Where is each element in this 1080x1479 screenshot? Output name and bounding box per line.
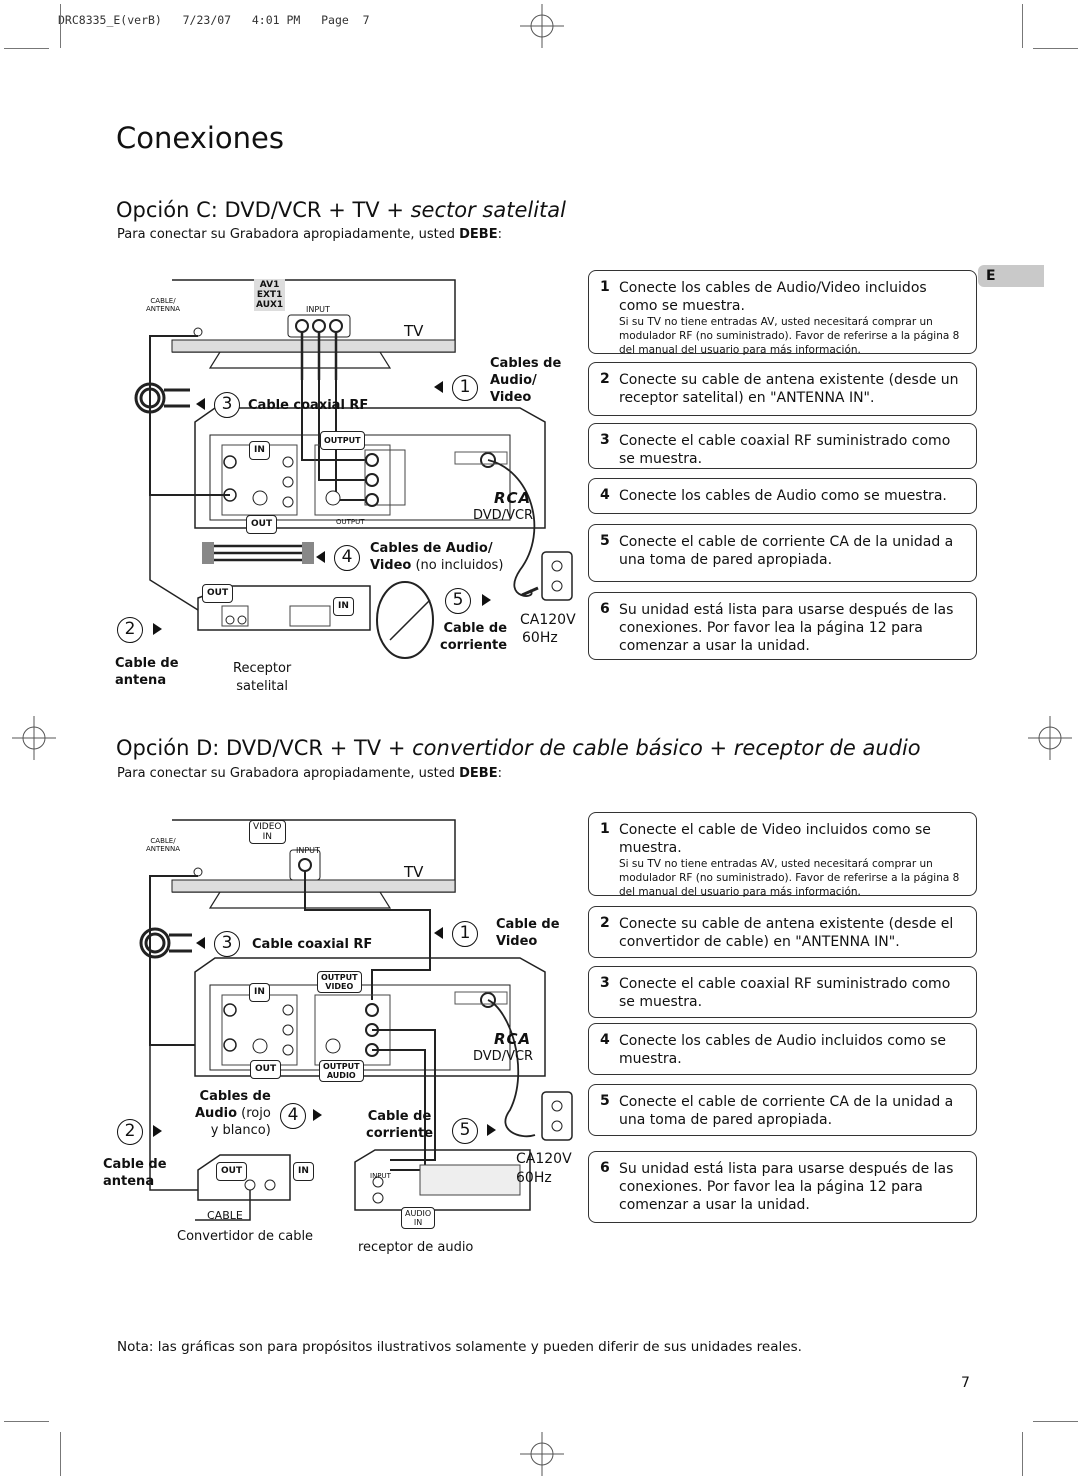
option-d-intro: Para conectar su Grabadora apropiadament… bbox=[117, 766, 502, 781]
option-c-intro: Para conectar su Grabadora apropiadament… bbox=[117, 227, 502, 242]
step1-number-d: 1 bbox=[452, 921, 478, 947]
output-video-label: OUTPUT VIDEO bbox=[317, 971, 362, 993]
print-slug: DRC8335_E(verB) 7/23/07 4:01 PM Page 7 bbox=[58, 13, 370, 27]
step3-arrow-d bbox=[196, 937, 205, 949]
page-title: Conexiones bbox=[116, 121, 284, 155]
step3-label: Cable coaxial RF bbox=[248, 398, 369, 413]
option-c-wiring bbox=[134, 279, 573, 659]
converter-label: Convertidor de cable bbox=[177, 1229, 314, 1244]
step3-label-d: Cable coaxial RF bbox=[252, 937, 373, 952]
option-c-step-4: 4 Conecte los cables de Audio como se mu… bbox=[588, 478, 977, 514]
rca-logo: RCA bbox=[494, 489, 532, 507]
cable-antenna-label: CABLE/ ANTENNA bbox=[146, 297, 180, 313]
step5-arrow bbox=[482, 594, 491, 606]
option-d-step-6: 6 Su unidad está lista para usarse despu… bbox=[588, 1151, 977, 1223]
dvdvcr-label-d: DVD/VCR bbox=[473, 1049, 534, 1064]
step2-arrow-d bbox=[153, 1125, 162, 1137]
dvdvcr-label: DVD/VCR bbox=[473, 508, 534, 523]
audio-receiver-label: receptor de audio bbox=[358, 1240, 474, 1255]
option-c-step-1: 1 Conecte los cables de Audio/Video incl… bbox=[588, 270, 977, 356]
option-c-step-6: 6 Su unidad está lista para usarse despu… bbox=[588, 592, 977, 660]
video-in-label: VIDEO IN bbox=[249, 820, 286, 844]
dvd-output-small: OUTPUT bbox=[336, 518, 365, 526]
audio-in-label: AUDIO IN bbox=[401, 1207, 436, 1229]
voltage-label-d: CA120V bbox=[516, 1151, 572, 1167]
dvd-output-label: OUTPUT bbox=[320, 431, 365, 450]
cable-antenna-label-d: CABLE/ ANTENNA bbox=[146, 837, 180, 853]
step4-number: 4 bbox=[334, 545, 360, 571]
dvd-in-label: IN bbox=[249, 441, 270, 460]
tv-label-d: TV bbox=[404, 863, 424, 881]
step1-arrow-d bbox=[434, 927, 443, 939]
antenna-cable-label-d: Cable de antena bbox=[103, 1157, 167, 1189]
option-c-step-3: 3 Conecte el cable coaxial RF suministra… bbox=[588, 423, 977, 469]
option-d-step-2: 2 Conecte su cable de antena existente (… bbox=[588, 906, 977, 958]
output-audio-label: OUTPUT AUDIO bbox=[319, 1060, 364, 1082]
step5-label-d: Cable de corriente bbox=[366, 1109, 434, 1141]
step2-number-d: 2 bbox=[117, 1119, 143, 1145]
step1-arrow bbox=[434, 381, 443, 393]
input-label-d: INPUT bbox=[296, 846, 320, 855]
step5-label: Cable de corriente bbox=[440, 621, 508, 653]
antenna-cable-label: Cable de antena bbox=[115, 656, 179, 688]
step4-arrow bbox=[316, 551, 325, 563]
step4-number-d: 4 bbox=[280, 1103, 306, 1129]
receiver-label: Receptor satelital bbox=[233, 661, 292, 694]
option-d-title: Opción D: DVD/VCR + TV + convertidor de … bbox=[116, 736, 921, 760]
step5-number: 5 bbox=[445, 588, 471, 614]
receiver-in-label: IN bbox=[333, 597, 354, 616]
cable-label: CABLE bbox=[207, 1209, 243, 1222]
step5-arrow-d bbox=[487, 1124, 496, 1136]
step1-label-d: Cable de Video bbox=[496, 917, 560, 949]
page-number: 7 bbox=[961, 1375, 970, 1391]
step2-arrow bbox=[153, 623, 162, 635]
converter-out-label: OUT bbox=[216, 1162, 248, 1181]
language-tab: E bbox=[978, 265, 1044, 287]
voltage-label: CA120V bbox=[520, 612, 576, 628]
option-c-step-5: 5 Conecte el cable de corriente CA de la… bbox=[588, 524, 977, 582]
converter-in-label: IN bbox=[293, 1162, 314, 1181]
step3-number-d: 3 bbox=[214, 931, 240, 957]
dvd-in-label-d: IN bbox=[249, 983, 270, 1002]
option-d-wiring bbox=[139, 819, 573, 1221]
receiver-out-label: OUT bbox=[202, 584, 234, 603]
receiver-input-label: INPUT bbox=[370, 1172, 391, 1180]
dvd-out-label: OUT bbox=[246, 515, 278, 534]
option-d-step-3: 3 Conecte el cable coaxial RF suministra… bbox=[588, 966, 977, 1018]
footnote: Nota: las gráficas son para propósitos i… bbox=[117, 1339, 802, 1355]
hz-label-d: 60Hz bbox=[516, 1170, 552, 1186]
option-c-title: Opción C: DVD/VCR + TV + sector satelita… bbox=[116, 198, 566, 222]
step4-arrow-d bbox=[313, 1109, 322, 1121]
option-d-step-1: 1 Conecte el cable de Video incluidos co… bbox=[588, 812, 977, 898]
tv-label: TV bbox=[404, 322, 424, 340]
dvd-out-label-d: OUT bbox=[250, 1060, 282, 1079]
step3-number: 3 bbox=[214, 392, 240, 418]
step5-number-d: 5 bbox=[452, 1118, 478, 1144]
step2-number: 2 bbox=[117, 617, 143, 643]
step1-number: 1 bbox=[452, 375, 478, 401]
option-d-step-4: 4 Conecte los cables de Audio incluidos … bbox=[588, 1023, 977, 1075]
step4-label: Cables de Audio/Video (no incluidos) bbox=[370, 541, 504, 573]
step1-label: Cables de Audio/ Video bbox=[490, 356, 562, 405]
option-c-step-2: 2 Conecte su cable de antena existente (… bbox=[588, 362, 977, 416]
av-label: AV1 EXT1 AUX1 bbox=[254, 279, 286, 311]
hz-label: 60Hz bbox=[522, 630, 558, 646]
option-d-step-5: 5 Conecte el cable de corriente CA de la… bbox=[588, 1084, 977, 1136]
step3-arrow bbox=[196, 398, 205, 410]
input-label: INPUT bbox=[306, 305, 330, 314]
rca-logo-d: RCA bbox=[494, 1030, 532, 1048]
